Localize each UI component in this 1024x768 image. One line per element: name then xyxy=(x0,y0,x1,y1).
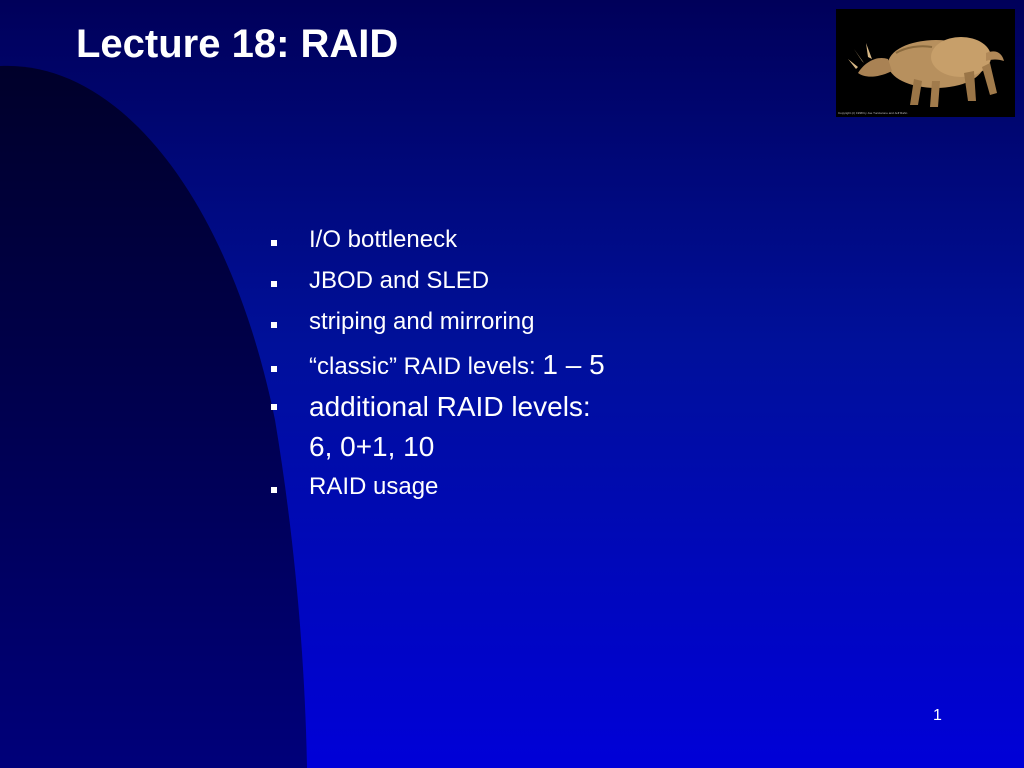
list-item: “classic” RAID levels: 1 – 5 xyxy=(268,345,748,387)
bullet-text: JBOD and SLED xyxy=(309,267,490,294)
logo-caption: Copyright (c) 1998 by Joe Tucciarone and… xyxy=(838,111,908,115)
dinosaur-logo: Copyright (c) 1998 by Joe Tucciarone and… xyxy=(836,9,1015,117)
square-bullet-icon xyxy=(271,404,277,410)
bullet-text-levels: 1 – 5 xyxy=(542,349,605,380)
bullet-text: striping and mirroring xyxy=(309,308,535,335)
square-bullet-icon xyxy=(271,322,277,328)
bullet-text: I/O bottleneck xyxy=(309,226,458,253)
dinosaur-icon xyxy=(848,37,1004,107)
square-bullet-icon xyxy=(271,240,277,246)
list-item: JBOD and SLED xyxy=(268,263,748,299)
bullet-list: I/O bottleneck JBOD and SLED striping an… xyxy=(268,222,748,505)
list-item: I/O bottleneck xyxy=(268,222,748,258)
list-item: striping and mirroring xyxy=(268,304,748,340)
square-bullet-icon xyxy=(271,281,277,287)
list-item: additional RAID levels: 6, 0+1, 10 xyxy=(268,387,748,467)
square-bullet-icon xyxy=(271,366,277,372)
square-bullet-icon xyxy=(271,487,277,493)
slide-title: Lecture 18: RAID xyxy=(76,22,399,66)
bullet-text: RAID usage xyxy=(309,473,439,500)
bullet-text-line2: 6, 0+1, 10 xyxy=(309,431,435,462)
page-number: 1 xyxy=(933,707,942,724)
bullet-text: “classic” RAID levels: xyxy=(309,353,543,380)
list-item: RAID usage xyxy=(268,469,748,505)
bullet-text-line1: additional RAID levels: xyxy=(309,391,591,422)
